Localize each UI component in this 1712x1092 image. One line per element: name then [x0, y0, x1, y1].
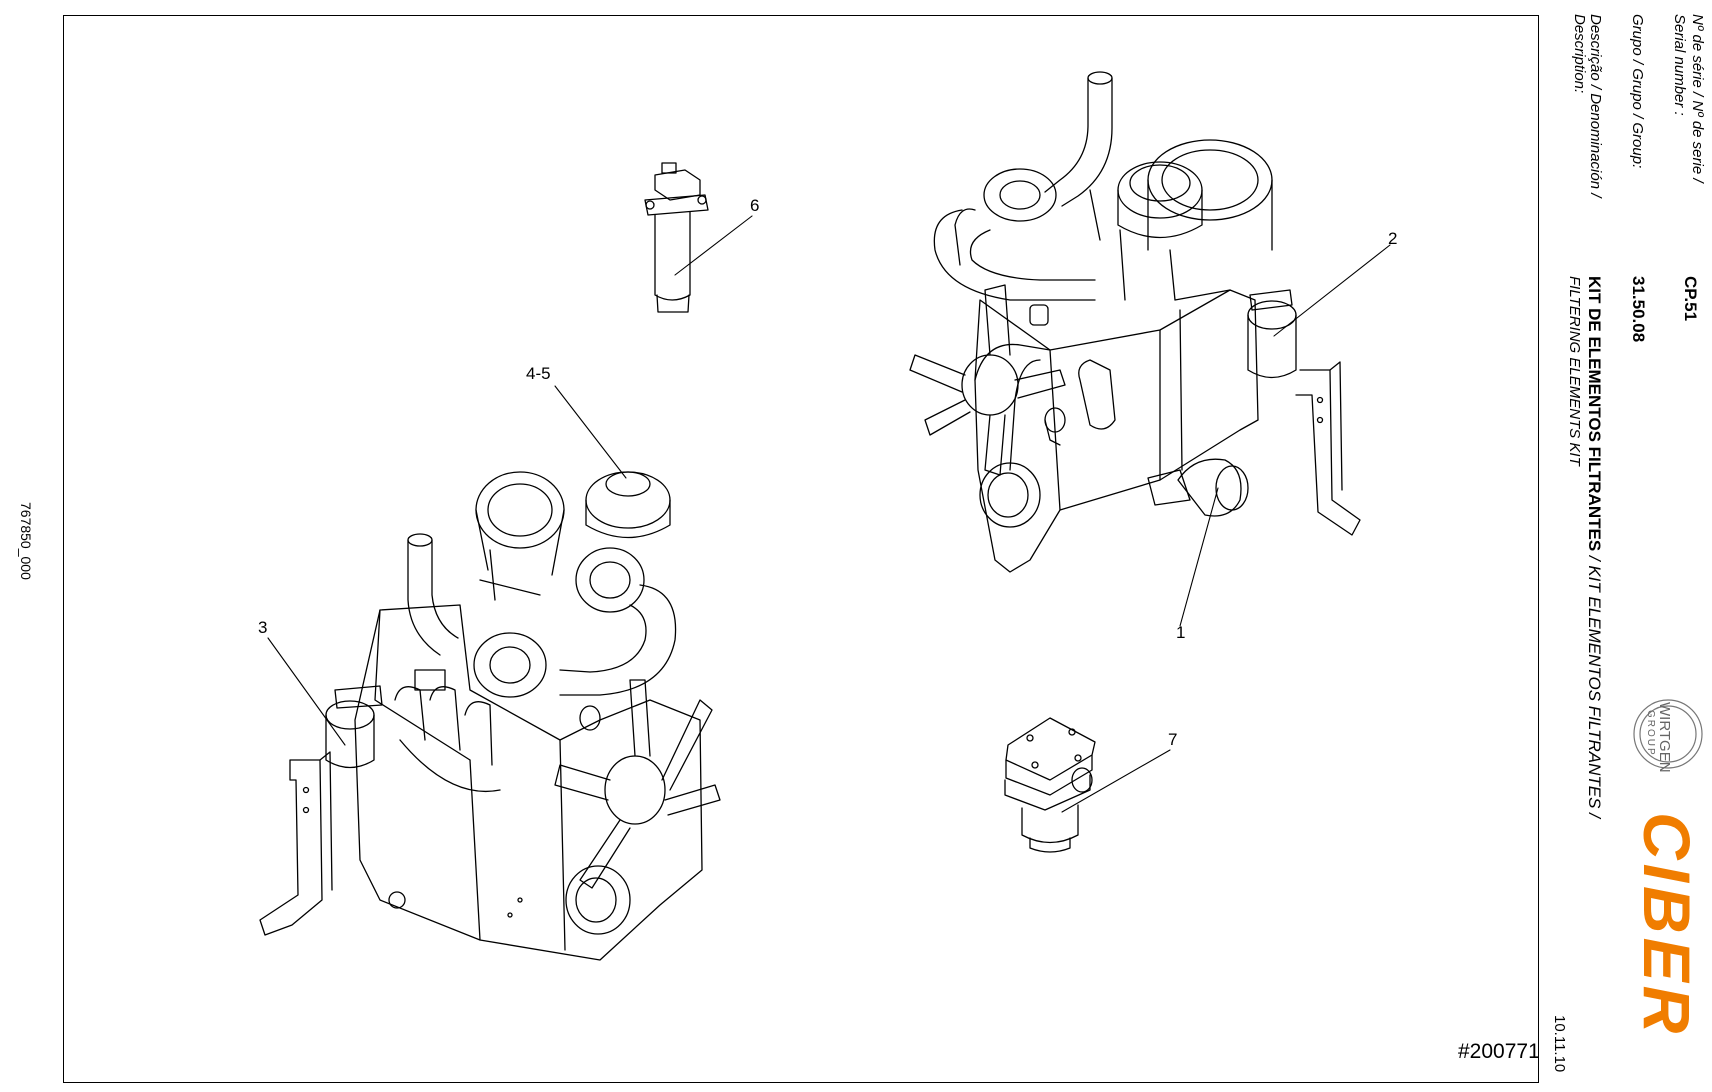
description-label: Descrição / Denominación /	[1587, 14, 1604, 198]
serial-label: Nº de série / Nº de serie /	[1689, 14, 1706, 183]
filter-item-6-illustration	[644, 162, 709, 313]
serial-label-en: Serial number :	[1671, 14, 1688, 116]
side-code: 767850_000	[18, 502, 34, 580]
wirtgen-logo-text: WIRTGEN	[1656, 702, 1673, 773]
description-title-rest: / KIT ELEMENTOS FILTRANTES /	[1585, 551, 1604, 818]
description-label-en: Description:	[1571, 14, 1588, 94]
drawing-code: #200771	[1458, 1040, 1540, 1063]
callout-4-5: 4-5	[526, 364, 551, 383]
callout-3: 3	[258, 618, 267, 637]
callout-6: 6	[750, 196, 759, 215]
wirtgen-group-logo: WIRTGEN GROUP	[1633, 699, 1703, 773]
date-text: 10.11.10	[1551, 1015, 1568, 1073]
description-subtitle: FILTERING ELEMENTS KIT	[1566, 276, 1583, 466]
callout-2: 2	[1388, 229, 1397, 248]
description-title-bold: KIT DE ELEMENTOS FILTRANTES	[1585, 276, 1604, 552]
wirtgen-logo-subtext: GROUP	[1645, 710, 1656, 757]
drawing-frame	[63, 15, 1539, 1083]
ciber-logo-text: CIBER	[1630, 812, 1704, 1037]
group-label: Grupo / Grupo / Group:	[1629, 14, 1646, 169]
callout-1: 1	[1176, 623, 1185, 642]
filter-item-7-illustration	[1004, 717, 1096, 853]
group-value: 31.50.08	[1629, 276, 1648, 343]
engine-right-illustration	[909, 71, 1361, 573]
description-value: KIT DE ELEMENTOS FILTRANTES / KIT ELEMEN…	[1584, 276, 1604, 818]
serial-value: CP.51	[1681, 276, 1700, 322]
leader-lines	[267, 215, 1391, 813]
ciber-logo: CIBER	[1630, 812, 1704, 1037]
engine-left-illustration	[259, 471, 721, 961]
callout-7: 7	[1168, 730, 1177, 749]
